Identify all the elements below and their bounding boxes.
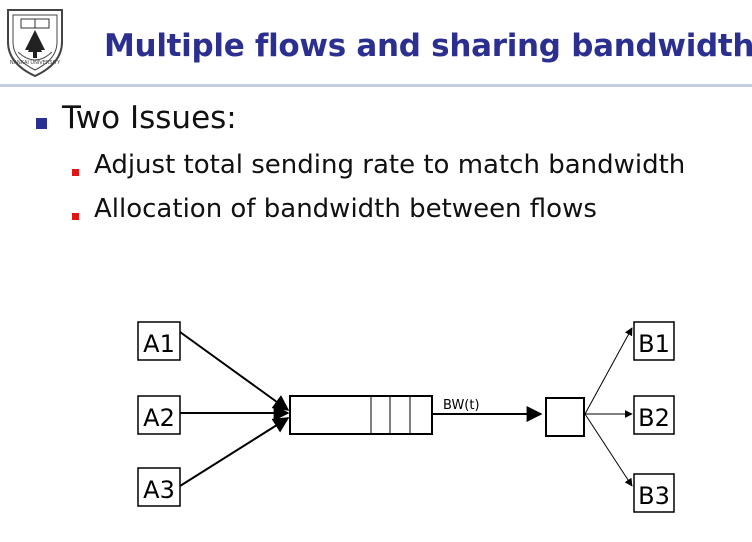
source-node-a1: A1 (137, 321, 181, 361)
sink-node-b3: B3 (633, 473, 675, 513)
svg-text:B2: B2 (638, 404, 670, 432)
flow-arrow-b3 (584, 413, 633, 487)
square-bullet-icon (72, 213, 79, 220)
flow-arrow-a3 (179, 417, 290, 487)
svg-text:A3: A3 (143, 476, 175, 504)
flow-arrow-a1 (179, 331, 290, 411)
bullet-two-issues: Two Issues: (62, 100, 237, 136)
sink-node-b1: B1 (633, 321, 675, 361)
receiver-router (545, 397, 585, 437)
sub-bullet-adjust-rate: Adjust total sending rate to match bandw… (94, 150, 686, 180)
sub-bullet-allocation: Allocation of bandwidth between flows (94, 194, 597, 224)
sink-node-b2: B2 (633, 395, 675, 435)
square-bullet-icon (72, 169, 79, 176)
bandwidth-label: BW(t) (443, 398, 480, 413)
svg-text:A2: A2 (143, 404, 175, 432)
router-queue (289, 395, 433, 435)
square-bullet-icon (36, 118, 47, 129)
svg-text:A1: A1 (143, 330, 175, 358)
svg-text:NANKAI UNIVERSITY: NANKAI UNIVERSITY (10, 60, 61, 66)
slide-title: Multiple flows and sharing bandwidth (104, 28, 752, 64)
title-divider (0, 84, 752, 87)
flow-arrow-b1 (584, 327, 633, 415)
university-seal-logo: NANKAI UNIVERSITY (7, 9, 63, 78)
source-node-a2: A2 (137, 395, 181, 435)
svg-text:B3: B3 (638, 482, 670, 510)
svg-text:B1: B1 (638, 330, 670, 358)
source-node-a3: A3 (137, 467, 181, 507)
